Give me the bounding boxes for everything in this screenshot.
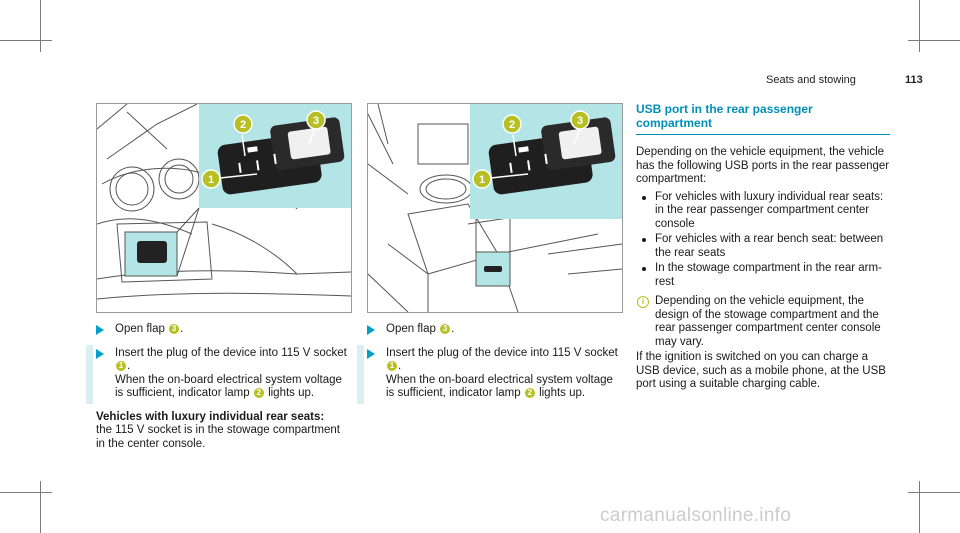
crop-mark <box>40 481 41 533</box>
callout-3-label: 3 <box>577 115 583 127</box>
bullet-list: For vehicles with luxury individual rear… <box>636 191 890 290</box>
callout-3 <box>570 110 590 130</box>
callout-1-label: 1 <box>208 174 214 186</box>
callout-1 <box>472 169 492 189</box>
left-column: Open flap 3. Insert the plug of the devi… <box>86 323 352 451</box>
step-result-end: lights up. <box>268 387 315 399</box>
crop-mark <box>908 40 960 41</box>
callout-1 <box>201 169 221 189</box>
page-number: 113 <box>905 74 923 86</box>
arrow-icon <box>96 348 104 359</box>
instruction-step: Insert the plug of the device into 115 V… <box>86 344 352 404</box>
step-text: Open flap <box>386 323 436 335</box>
note-text: Depending on the vehicle equipment, the … <box>655 295 881 348</box>
middle-column: Open flap 3. Insert the plug of the devi… <box>357 323 623 411</box>
instruction-step: Open flap 3. <box>96 323 352 337</box>
note: i Depending on the vehicle equipment, th… <box>636 295 890 349</box>
subsection-heading: Vehicles with luxury individual rear sea… <box>96 410 325 423</box>
list-item: In the stowage compartment in the rear a… <box>636 262 890 289</box>
step-end: . <box>451 323 455 335</box>
result-bar <box>86 344 93 404</box>
step-end: . <box>127 360 131 372</box>
list-item: For vehicles with a rear bench seat: bet… <box>636 233 890 260</box>
illustration-console: 1 2 3 <box>97 104 351 300</box>
step-text: Insert the plug of the device into 115 V… <box>386 346 618 359</box>
arrow-icon <box>367 348 375 359</box>
callout-2-label: 2 <box>240 119 246 131</box>
list-item-text: For vehicles with a rear bench seat: bet… <box>655 233 884 259</box>
arrow-icon <box>367 325 375 335</box>
outro-text: If the ignition is switched on you can c… <box>636 351 886 390</box>
bullet-icon <box>642 267 646 271</box>
callout-2 <box>502 114 522 134</box>
arrow-icon <box>96 325 104 335</box>
callout-2-label: 2 <box>509 119 515 131</box>
step-end: . <box>180 323 184 335</box>
instruction-step: Open flap 3. <box>367 323 623 337</box>
callout-ref: 2 <box>524 388 535 398</box>
callout-ref: 1 <box>116 361 126 371</box>
crop-mark <box>919 0 920 52</box>
illustration-center-console: 1 2 3 <box>368 104 622 312</box>
intro-text: Depending on the vehicle equipment, the … <box>636 146 890 185</box>
callout-ref: 2 <box>253 388 264 398</box>
list-item-text: In the stowage compartment in the rear a… <box>655 262 882 288</box>
callout-ref: 3 <box>440 324 451 334</box>
instruction-step: Insert the plug of the device into 115 V… <box>357 344 623 404</box>
info-icon: i <box>637 296 649 308</box>
crop-mark <box>40 0 41 52</box>
step-text: Insert the plug of the device into 115 V… <box>115 346 347 359</box>
running-header-title: Seats and stowing <box>766 74 856 86</box>
callout-3 <box>306 110 326 130</box>
callout-3-label: 3 <box>313 115 319 127</box>
list-item-text: For vehicles with luxury individual rear… <box>655 190 884 230</box>
step-end: . <box>398 360 402 372</box>
right-column: USB port in the rear passenger compartme… <box>636 102 890 392</box>
callout-ref: 1 <box>387 361 397 371</box>
crop-mark <box>0 40 52 41</box>
figure-socket-rear-bench: 1 2 3 <box>367 103 623 313</box>
callout-ref: 3 <box>169 324 180 334</box>
section-title: USB port in the rear passenger compartme… <box>636 102 890 135</box>
step-text: Open flap <box>115 323 165 335</box>
figure-socket-luxury-seats: 1 2 3 <box>96 103 352 313</box>
crop-mark <box>908 492 960 493</box>
crop-mark <box>919 481 920 533</box>
bullet-icon <box>642 195 646 200</box>
result-bar <box>357 344 364 404</box>
body-text: the 115 V socket is in the stowage compa… <box>96 424 340 450</box>
callout-1-label: 1 <box>479 174 485 186</box>
crop-mark <box>0 492 52 493</box>
bullet-icon <box>642 238 646 242</box>
list-item: For vehicles with luxury individual rear… <box>636 191 890 232</box>
step-result: When the on-board electrical system volt… <box>115 373 342 400</box>
step-result: When the on-board electrical system volt… <box>386 373 613 400</box>
callout-2 <box>233 114 253 134</box>
step-result-end: lights up. <box>539 387 586 399</box>
watermark: carmanualsonline.info <box>600 505 792 526</box>
